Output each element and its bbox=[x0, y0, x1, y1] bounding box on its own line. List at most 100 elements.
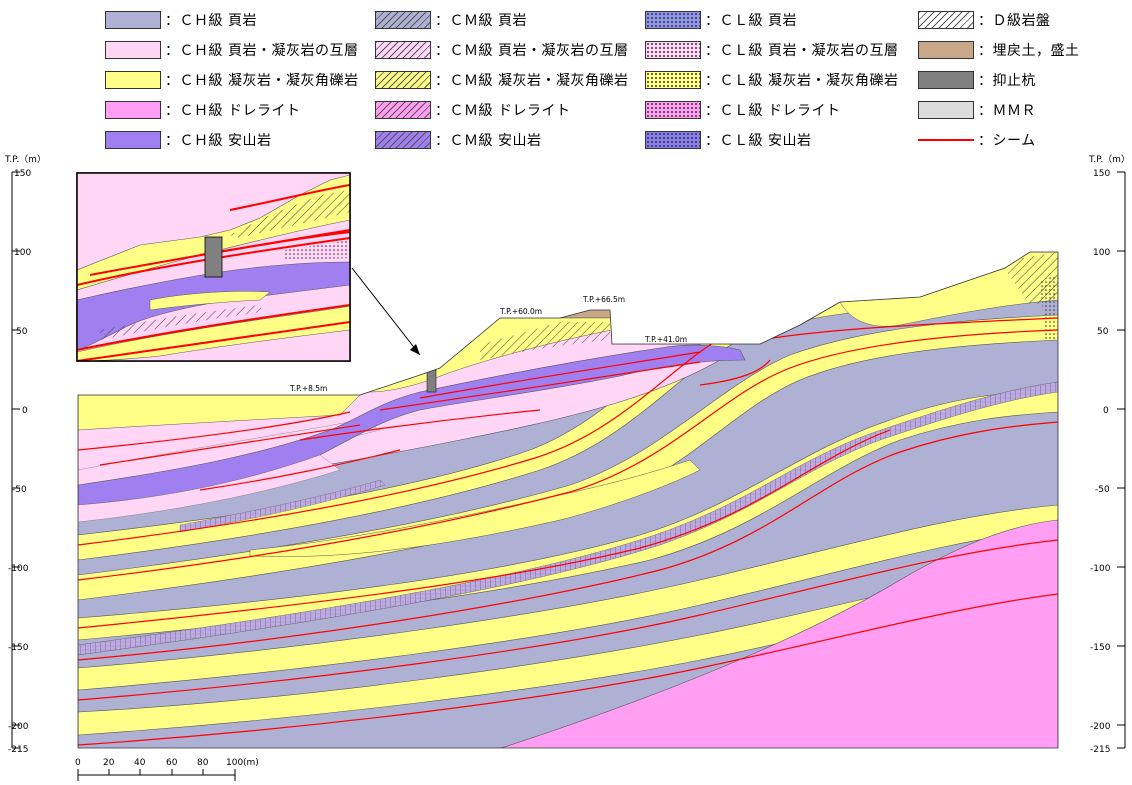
legend-swatch bbox=[105, 41, 161, 59]
legend-item: ：ＣＨ級 安山岩 bbox=[105, 128, 271, 152]
right-tick-100: 100 bbox=[1093, 248, 1110, 258]
left-elevation-axis: T.P.（m） 150 100 50 0 -50 -100 -150 -200 … bbox=[4, 154, 46, 755]
right-tick-50: 50 bbox=[1097, 327, 1109, 337]
scale-tick-60: 60 bbox=[166, 758, 178, 768]
section-strata bbox=[78, 252, 1058, 748]
legend-label: ：ＣＭ級 頁岩・凝灰岩の互層 bbox=[435, 43, 629, 59]
right-tick-150: 150 bbox=[1093, 169, 1110, 179]
legend-swatch bbox=[645, 131, 701, 149]
legend-item: ：ＣＨ級 頁岩 bbox=[105, 8, 257, 32]
legend-item: ：抑止杭 bbox=[918, 68, 1036, 92]
scale-tick-20: 20 bbox=[103, 758, 115, 768]
legend-item: ：ＣＨ級 凝灰岩・凝灰角礫岩 bbox=[105, 68, 358, 92]
legend-item: ：ＣＨ級 ドレライト bbox=[105, 98, 300, 122]
legend-swatch bbox=[645, 11, 701, 29]
legend-item: ：シーム bbox=[918, 128, 1036, 152]
left-tick-m50: -50 bbox=[12, 485, 27, 495]
legend-swatch bbox=[105, 131, 161, 149]
legend-item: ：Ｄ級岩盤 bbox=[918, 8, 1051, 32]
legend-label: ：ＣＨ級 ドレライト bbox=[165, 103, 301, 119]
legend-label: ：ＣＬ級 頁岩・凝灰岩の互層 bbox=[705, 43, 899, 59]
legend-swatch bbox=[918, 101, 974, 119]
legend-label: ：ＣＬ級 凝灰岩・凝灰角礫岩 bbox=[705, 73, 899, 89]
right-tick-m215: -215 bbox=[1090, 745, 1110, 755]
right-elevation-axis: T.P.（m） 150 100 50 0 -50 -100 -150 -200 … bbox=[1088, 154, 1130, 755]
scale-tick-100: 100 bbox=[226, 758, 243, 768]
legend-swatch bbox=[375, 101, 431, 119]
legend-item: ：ＣＭ級 凝灰岩・凝灰角礫岩 bbox=[375, 68, 628, 92]
legend-swatch bbox=[645, 41, 701, 59]
right-axis-unit: T.P.（m） bbox=[1088, 154, 1130, 165]
legend-item: ：ＣＬ級 安山岩 bbox=[645, 128, 811, 152]
tp-41-label: T.P.+41.0m bbox=[644, 335, 687, 344]
seams bbox=[78, 317, 1058, 746]
andesite-band bbox=[78, 344, 746, 506]
right-tick-m100: -100 bbox=[1090, 564, 1111, 574]
scale-tick-0: 0 bbox=[75, 758, 81, 768]
legend-swatch bbox=[918, 41, 974, 59]
brick-pattern-band bbox=[78, 381, 1058, 656]
left-tick-m215: -215 bbox=[8, 745, 28, 755]
detail-inset bbox=[76, 172, 351, 362]
legend-item: ：ＭＭＲ bbox=[918, 98, 1036, 122]
legend-label: ：ＭＭＲ bbox=[978, 103, 1036, 119]
scale-tick-80: 80 bbox=[197, 758, 209, 768]
legend-label: ：ＣＬ級 ドレライト bbox=[705, 103, 841, 119]
legend-item: ：ＣＬ級 凝灰岩・凝灰角礫岩 bbox=[645, 68, 898, 92]
right-tick-m150: -150 bbox=[1090, 643, 1111, 653]
left-tick-m150: -150 bbox=[8, 643, 29, 653]
legend-label: ：ＣＬ級 安山岩 bbox=[705, 133, 812, 149]
legend-swatch bbox=[375, 131, 431, 149]
legend-label: ：抑止杭 bbox=[978, 73, 1036, 89]
scale-tick-40: 40 bbox=[134, 758, 146, 768]
left-tick-50: 50 bbox=[16, 327, 28, 337]
right-tick-m50: -50 bbox=[1095, 485, 1110, 495]
section-outline bbox=[77, 251, 1059, 749]
dolerite-mass bbox=[494, 519, 1058, 748]
tp-66-5-label: T.P.+66.5m bbox=[582, 295, 625, 304]
legend-swatch bbox=[105, 101, 161, 119]
legend-label: ：ＣＨ級 凝灰岩・凝灰角礫岩 bbox=[165, 73, 359, 89]
legend-swatch bbox=[645, 71, 701, 89]
scale-unit: (m) bbox=[243, 758, 259, 768]
legend-label: ：ＣＨ級 安山岩 bbox=[165, 133, 272, 149]
left-tick-100: 100 bbox=[14, 248, 31, 258]
legend-item: ：ＣＨ級 頁岩・凝灰岩の互層 bbox=[105, 38, 358, 62]
legend-label: ：ＣＭ級 凝灰岩・凝灰角礫岩 bbox=[435, 73, 629, 89]
legend: ：ＣＨ級 頁岩 ：ＣＨ級 頁岩・凝灰岩の互層 ：ＣＨ級 凝灰岩・凝灰角礫岩 ：ＣＨ級 … bbox=[0, 0, 1132, 160]
legend-swatch bbox=[375, 71, 431, 89]
legend-item: ：ＣＭ級 頁岩・凝灰岩の互層 bbox=[375, 38, 628, 62]
left-axis-unit: T.P.（m） bbox=[4, 154, 46, 165]
scale-bar: 0 20 40 60 80 100 (m) bbox=[75, 758, 259, 781]
legend-label: ：ＣＭ級 ドレライト bbox=[435, 103, 571, 119]
legend-swatch bbox=[375, 11, 431, 29]
legend-label: ：埋戻土，盛土 bbox=[978, 43, 1080, 59]
legend-item: ：埋戻土，盛土 bbox=[918, 38, 1080, 62]
legend-swatch bbox=[105, 71, 161, 89]
tp-60-label: T.P.+60.0m bbox=[499, 307, 542, 316]
left-tick-m200: -200 bbox=[8, 722, 29, 732]
legend-swatch bbox=[105, 11, 161, 29]
legend-item: ：ＣＭ級 頁岩 bbox=[375, 8, 527, 32]
legend-label: ：ＣＬ級 頁岩 bbox=[705, 13, 797, 29]
legend-label: ：シーム bbox=[978, 133, 1036, 149]
tp-8-5-label: T.P.+8.5m bbox=[289, 384, 327, 393]
legend-item: ：ＣＭ級 ドレライト bbox=[375, 98, 570, 122]
legend-label: ：ＣＨ級 頁岩・凝灰岩の互層 bbox=[165, 43, 359, 59]
legend-item: ：ＣＬ級 頁岩・凝灰岩の互層 bbox=[645, 38, 898, 62]
restraint-pile bbox=[426, 369, 437, 393]
left-tick-0: 0 bbox=[22, 406, 28, 416]
left-tick-150: 150 bbox=[14, 169, 31, 179]
legend-label: ：ＣＭ級 安山岩 bbox=[435, 133, 542, 149]
legend-swatch bbox=[918, 11, 974, 29]
legend-swatch bbox=[918, 131, 974, 149]
left-tick-m100: -100 bbox=[8, 564, 29, 574]
legend-label: ：ＣＭ級 頁岩 bbox=[435, 13, 527, 29]
right-tick-m200: -200 bbox=[1090, 722, 1111, 732]
legend-item: ：ＣＬ級 頁岩 bbox=[645, 8, 797, 32]
right-tick-0: 0 bbox=[1103, 406, 1109, 416]
elevation-annotations: T.P.+8.5m T.P.+60.0m T.P.+66.5m T.P.+41.… bbox=[289, 295, 687, 393]
legend-label: ：Ｄ級岩盤 bbox=[978, 13, 1051, 29]
legend-item: ：ＣＭ級 安山岩 bbox=[375, 128, 541, 152]
